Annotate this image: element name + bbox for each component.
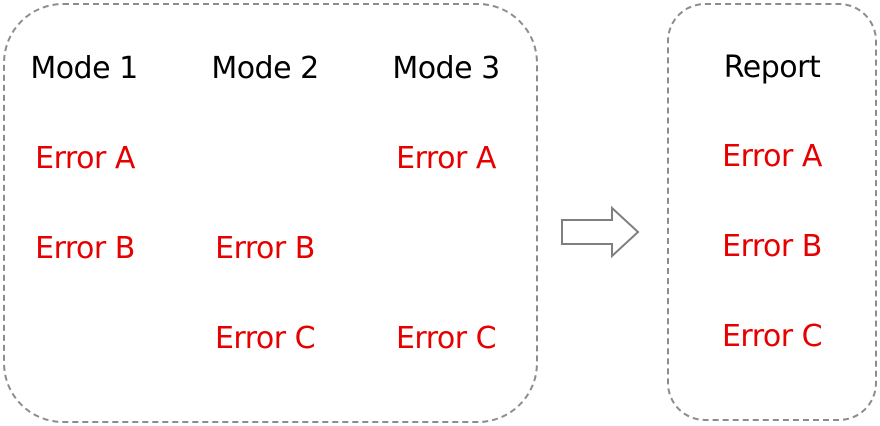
report-error-b: Error B <box>722 229 822 264</box>
report-title: Report <box>723 50 821 85</box>
mode-2-error-b: Error B <box>215 231 315 266</box>
mode-3-error-c: Error C <box>395 321 497 356</box>
report-error-c: Error C <box>721 319 823 354</box>
mode-1-error-b: Error B <box>35 231 135 266</box>
mode-2-error-c: Error C <box>214 321 316 356</box>
modes-container <box>3 3 538 423</box>
mode-1-error-a: Error A <box>35 141 135 176</box>
mode-3-error-a: Error A <box>396 141 496 176</box>
mode-1-title: Mode 1 <box>30 51 138 86</box>
report-error-a: Error A <box>722 139 822 174</box>
arrow-shape <box>561 206 640 258</box>
right-arrow-outline-icon <box>561 206 640 258</box>
mode-2-title: Mode 2 <box>211 51 319 86</box>
report-container <box>667 3 877 421</box>
mode-3-title: Mode 3 <box>392 51 500 86</box>
